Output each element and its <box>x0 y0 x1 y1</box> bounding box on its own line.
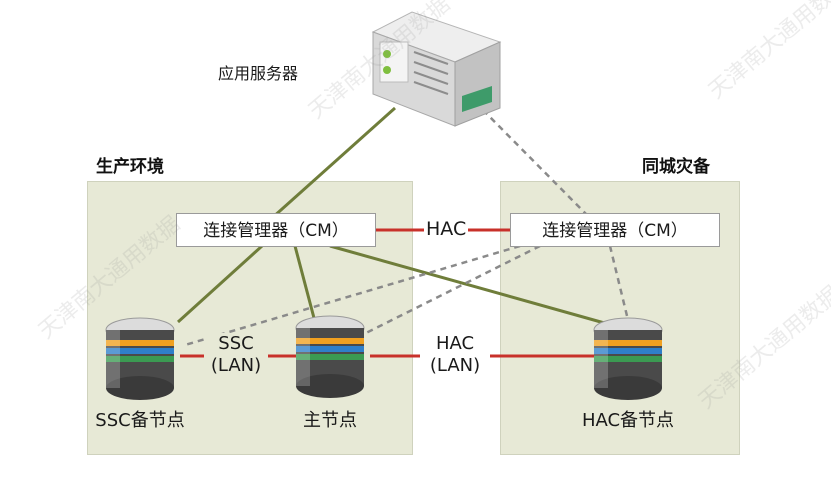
primary-cm-to-main-line <box>295 246 314 318</box>
dr-cm-box: 连接管理器（CM） <box>510 213 720 247</box>
ssc-link-label-line2: (LAN) <box>204 355 268 377</box>
ssc-node-db-icon <box>106 318 174 400</box>
dr-zone-title: 同城灾备 <box>642 152 710 177</box>
primary-cm-box: 连接管理器（CM） <box>176 213 376 247</box>
server-to-primary-cm-line <box>272 108 395 218</box>
server-to-dr-cm-dashed-line <box>483 110 588 216</box>
hac-link-label-line1: HAC <box>420 333 490 355</box>
cm-link-label: HAC <box>424 218 468 240</box>
ssc-link-label-line1: SSC <box>204 333 268 355</box>
server-label: 应用服务器 <box>218 60 298 84</box>
ssc-link-label: SSC (LAN) <box>204 333 268 377</box>
main-node-label: 主节点 <box>290 406 370 432</box>
hac-node-db-icon <box>594 318 662 400</box>
ssc-node-label: SSC备节点 <box>88 406 192 432</box>
hac-link-label: HAC (LAN) <box>420 333 490 377</box>
primary-zone-title: 生产环境 <box>96 152 164 177</box>
primary-cm-to-ssc-line <box>178 246 262 322</box>
primary-cm-to-hac-line <box>330 246 608 324</box>
dr-cm-to-hac-dashed-line <box>610 246 628 320</box>
hac-node-label: HAC备节点 <box>570 406 686 432</box>
hac-link-label-line2: (LAN) <box>420 355 490 377</box>
main-node-db-icon <box>296 316 364 398</box>
